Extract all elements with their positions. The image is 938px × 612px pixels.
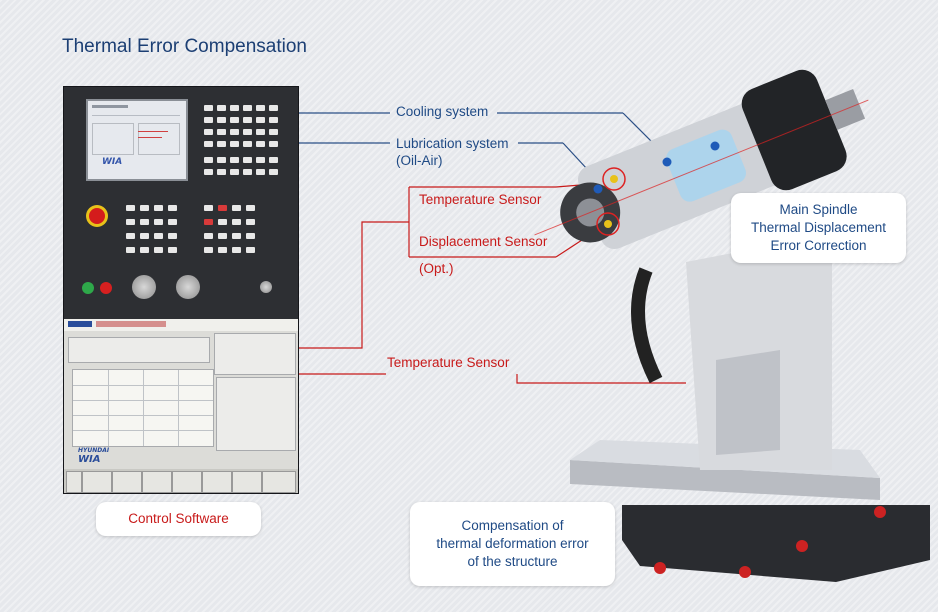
callout-text: of the structure [467,554,558,569]
softkey[interactable] [232,471,262,493]
sensor-value-table [216,377,296,451]
oil-air-label: (Oil-Air) [396,153,443,168]
emergency-stop-button[interactable] [86,205,108,227]
callout-text: Main Spindle [779,202,858,217]
softkey[interactable] [82,471,112,493]
feed-hold-button[interactable] [100,282,112,294]
control-software-callout: Control Software [96,502,261,536]
softkey[interactable] [202,471,232,493]
temperature-sensor-structure-label: Temperature Sensor [387,355,510,370]
cnc-screen: WIA [86,99,188,181]
page-title: Thermal Error Compensation [62,36,307,57]
cnc-control-panel: WIA [63,86,299,494]
key-switch-knob[interactable] [260,281,272,293]
softkey[interactable] [66,471,82,493]
cycle-start-button[interactable] [82,282,94,294]
callout-text: Compensation of [461,518,564,533]
callout-text: Error Correction [770,238,867,253]
spindle-override-knob[interactable] [132,275,156,299]
trend-graph [72,369,214,447]
cooling-point-marker [710,141,720,151]
softkey[interactable] [262,471,296,493]
spindle-correction-callout: Main Spindle Thermal Displacement Error … [731,193,906,263]
jog-keypad [204,205,274,261]
structure-compensation-callout: Compensation of thermal deformation erro… [410,502,615,586]
softkey[interactable] [172,471,202,493]
softkey-bar [64,469,298,493]
temperature-sensor-label: Temperature Sensor [419,192,542,207]
softkey[interactable] [142,471,172,493]
lubrication-point-marker [593,184,603,194]
cooling-system-label: Cooling system [396,104,489,119]
displacement-sensor-marker [596,212,620,236]
softkey[interactable] [112,471,142,493]
control-software-screen: HYUNDAI WIA [64,319,298,493]
displacement-sensor-label: Displacement Sensor [419,234,548,249]
callout-text: Thermal Displacement [750,220,887,235]
temperature-sensor-marker [602,167,626,191]
software-wia-logo: HYUNDAI WIA [78,447,110,465]
optional-label: (Opt.) [419,261,454,276]
cooling-point-marker [662,157,672,167]
callout-text: Control Software [128,511,229,526]
callout-text: thermal deformation error [436,536,589,551]
mode-keypad [126,205,196,261]
screen-wia-logo: WIA [102,157,123,167]
feed-override-knob[interactable] [176,275,200,299]
lubrication-system-label: Lubrication system [396,136,509,151]
alpha-keypad [204,105,282,191]
